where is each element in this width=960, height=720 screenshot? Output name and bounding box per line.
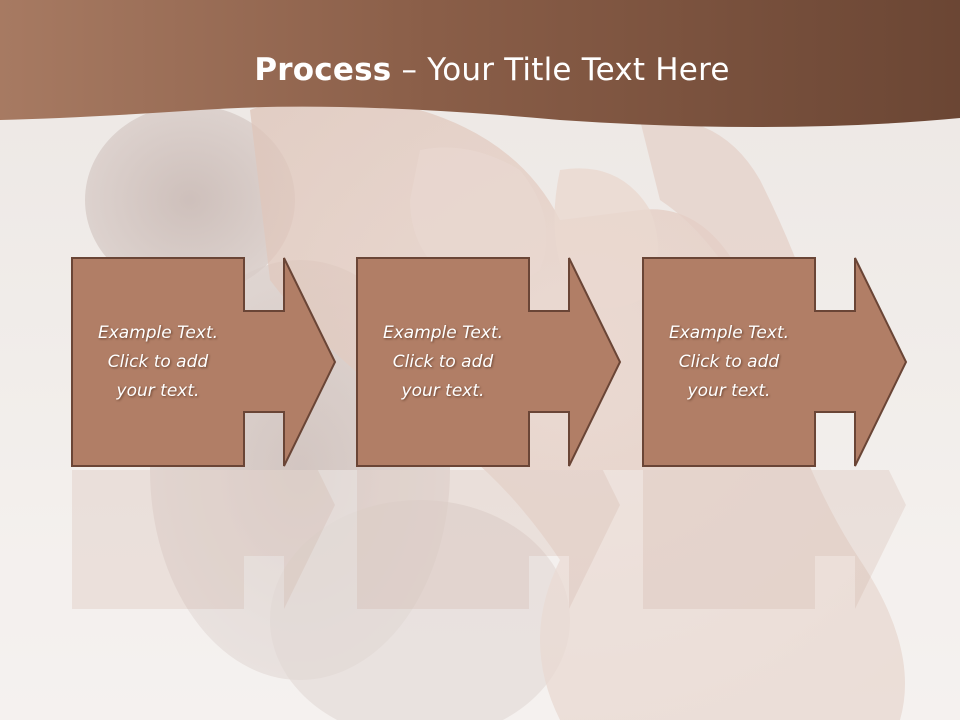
step-reflection-3 [642,470,907,610]
step-line-1: Example Text. [668,322,790,343]
process-step-3[interactable]: Example Text. Click to add your text. [642,257,908,467]
title-bold: Process [254,52,392,88]
slide-title[interactable]: Process – Your Title Text Here [0,52,960,88]
step-line-3: your text. [401,380,485,401]
process-step-1[interactable]: Example Text. Click to add your text. [71,257,337,467]
step-reflection-2 [356,470,621,610]
step-text[interactable]: Example Text. Click to add your text. [642,257,816,467]
step-arrow-shape [71,257,337,467]
step-arrow-shape [642,257,908,467]
title-rest: – Your Title Text Here [391,52,730,88]
step-text[interactable]: Example Text. Click to add your text. [71,257,245,467]
step-line-1: Example Text. [97,322,219,343]
step-line-1: Example Text. [382,322,504,343]
step-reflection-1 [71,470,336,610]
step-line-2: Click to add [107,351,209,372]
header-band [0,0,960,128]
step-arrow-shape [356,257,622,467]
step-line-2: Click to add [392,351,494,372]
step-line-2: Click to add [678,351,780,372]
step-text[interactable]: Example Text. Click to add your text. [356,257,530,467]
process-step-2[interactable]: Example Text. Click to add your text. [356,257,622,467]
step-line-3: your text. [687,380,771,401]
step-line-3: your text. [116,380,200,401]
